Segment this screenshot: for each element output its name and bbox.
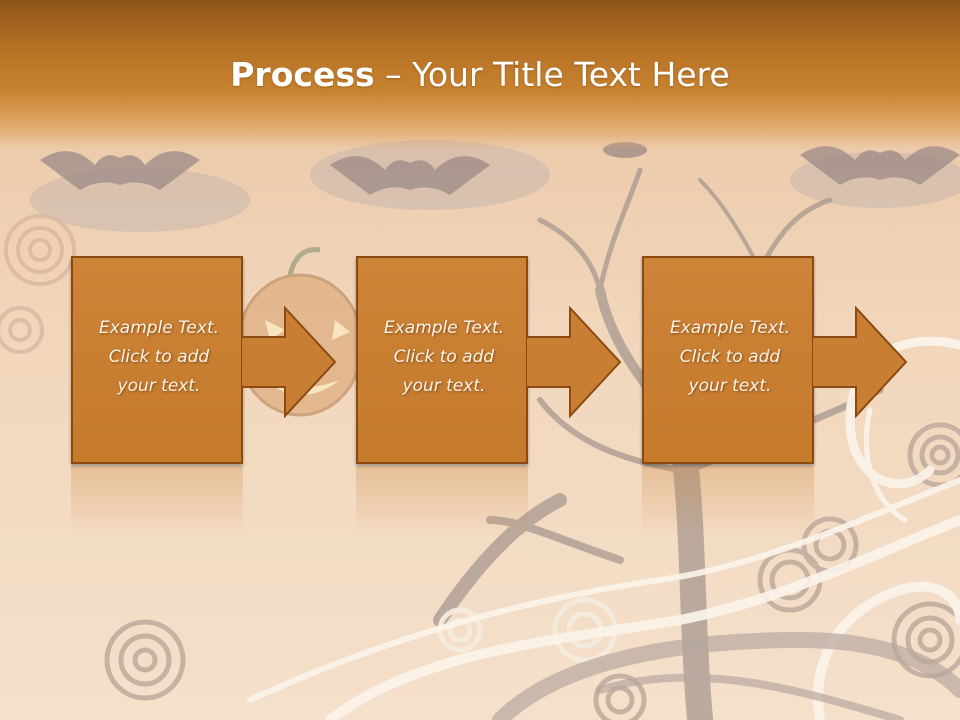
step-box[interactable]: Example Text. Click to add your text. [642,256,814,464]
step-text[interactable]: Example Text. Click to add your text. [98,318,220,396]
step-reflection [356,466,528,536]
step-box[interactable]: Example Text. Click to add your text. [71,256,243,464]
page-title[interactable]: Process – Your Title Text Here [0,52,960,98]
step-box[interactable]: Example Text. Click to add your text. [356,256,528,464]
concentric-circle-icon [104,422,960,720]
step-text[interactable]: Example Text. Click to add your text. [669,318,791,396]
step-reflection [71,466,243,536]
swirl-icon [247,336,960,720]
step-text[interactable]: Example Text. Click to add your text. [383,318,505,396]
title-band [0,0,960,150]
step-reflection [642,466,814,536]
arrow-right-icon [526,306,622,418]
title-bold-text: Process [230,55,375,94]
swirl-icon [492,631,960,720]
concentric-circle-icon [0,214,76,354]
arrow-right-icon [241,306,337,418]
title-rest-text: – Your Title Text Here [374,55,730,94]
arrow-right-icon [812,306,908,418]
